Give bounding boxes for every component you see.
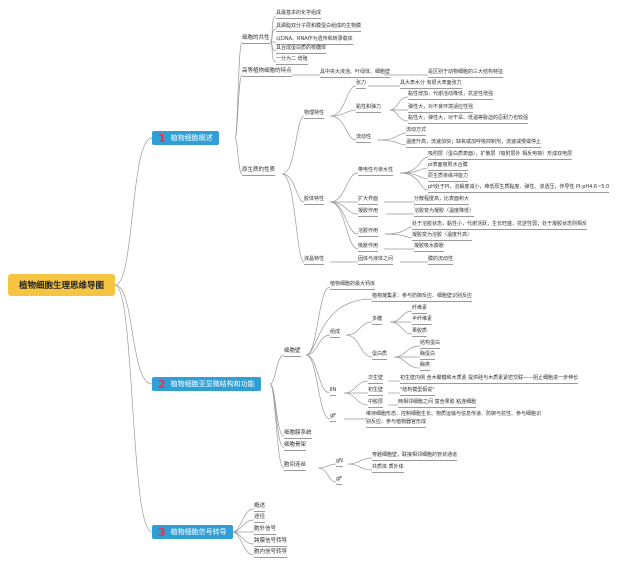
topic-number: 3 [158,525,166,539]
leaf: 溶胶变为凝胶（温度降低） [414,208,475,217]
leaf: 黏性增加，代谢活动降低，抗逆性增强 [408,91,494,100]
leaf: pH处于PI，溶解度减小，难低原生质黏度、弹性、渗透压，传导性 PI:pH4.6… [428,184,610,193]
node-gF: gF [336,476,343,485]
topic-number: 1 [158,131,166,145]
leaf: 凝胶变为溶胶（温度升高） [412,232,473,241]
node-zucheng: 组成 [330,329,341,338]
node-zhongjiaoceng: 中胶层 [368,399,384,408]
node-ningjiao: 凝胶作用 [358,208,379,217]
leaf: 分散程度高，比表面积大 [414,196,470,205]
node-liudong: 流动性 [356,134,372,143]
main-topic-3: 3 植物细胞信号转导 [152,525,233,539]
node-xibaobi: 细胞壁 [284,348,301,357]
leaf: 两相邻细胞之间 富含果胶 粘连细胞 [398,399,477,408]
topic-number: 2 [158,377,166,391]
leaf: 具中央大液泡、叶绿体、细胞壁 [320,69,391,78]
node-duotang: 多糖 [372,316,383,325]
leaf: pI表面吸附水合膜 [428,162,468,171]
leaf: 处于溶胶状态，黏性小，代谢活跃，生长旺盛，抗逆性弱；处于凝胶状态则相反 [412,221,588,230]
node-moxitong: 细胞膜系统 [284,430,312,439]
node-chushengbi: 初生壁 [368,387,384,396]
leaf: 酶蛋白 [420,351,436,360]
leaf: 具合成蛋白质的核糖体 [276,45,327,54]
node-wuli: 物理特性 [304,110,325,119]
leaf: 维持细胞形态、控制细胞生长、物质运输与信息传递、防御与抗性、参与细胞识 [366,411,542,417]
leaf: 植物细胞的最大钙库 [330,281,376,290]
leaf: 概述 [254,503,266,512]
leaf: 跨膜信号转导 [254,538,288,547]
node-jiaoti: 胶体特性 [304,196,325,205]
node-liansi: 胞间连丝 [284,462,307,471]
node-rongjiao: 溶胶作用 [358,228,379,237]
node-gN: gN [336,458,343,467]
topic-label: 植物细胞亚显微结构和功能 [170,380,255,388]
leaf: 具大表水分 有很大表面张力 [400,80,462,89]
leaf: 吸附层（蛋白质表面），扩散层（吸附层外 相反电荷）形成双电层 [428,151,573,160]
main-topic-2: 2 植物细胞亚显微结构和功能 [152,377,261,391]
root-topic: 植物细胞生理思维导图 [8,274,115,296]
node-nianxing: 黏性和弹力 [356,104,382,113]
node-gujia: 细胞骨架 [284,442,307,451]
node-kuoda: 扩大界面 [358,196,379,205]
leaf: 穿越细胞壁，联接相邻细胞的管状通道 [372,452,458,461]
leaf: 途径 [254,514,266,523]
main-topic-1: 1 植物细胞概述 [152,131,219,145]
topic-label: 植物细胞信号转导 [170,528,227,536]
leaf: 具磷脂双分子层和膜蛋白组成的生物膜 [276,23,362,32]
leaf: 胞外信号 [254,526,277,535]
leaf: 是区别于动物细胞的三大结构特征 [428,69,504,78]
leaf: 纤维素 [412,305,428,314]
node-xizhang: 吸胀作用 [358,243,379,252]
leaf: 初生壁内侧 含木聚糖和木质素 提供硅与木质素紧密交联——阻止细胞进一步伸长 [400,375,579,384]
topic-label: 植物细胞概述 [170,134,213,142]
leaf: 以DNA、RNA作为遗传和转录载体 [276,36,353,45]
node-yuanshengzhi: 原生质的性质 [242,167,276,176]
node-cishengbi: 次生壁 [368,375,384,384]
node-tedian: 高等植物细胞的特点 [242,68,292,77]
leaf: 黏性大，弹性大，对干旱、低温等胁迫的忍耐力也较强 [408,115,529,124]
node-jiegou: ⅡN [330,387,337,396]
leaf: 具最基本的化学组成 [276,10,322,19]
leaf: 果胶质 [412,328,428,337]
leaf: 共质体 质外体 [372,464,404,473]
leaf: 凝胶吸水膨胀 [414,243,445,252]
node-yejing: 液晶特性 [304,256,325,265]
leaf: 固体与液体之间 [358,256,394,265]
node-gongneng: gF [330,413,337,422]
leaf: 酶类 [420,362,431,371]
leaf: 结构蛋白 [420,340,441,349]
leaf: 膜的流动性 [428,256,454,265]
node-danbai: 蛋白质 [372,351,388,360]
leaf: 胞内信号转导 [254,549,288,558]
node-daidian: 带电性与亲水性 [358,167,394,176]
node-gongxing: 细胞的共性 [242,35,270,44]
leaf: 植物凝集素：参与防御反应、细胞壁识别反应 [372,293,473,302]
leaf: 温度升高，流速加快；缺氧或加呼吸抑制剂，流速减慢或停止 [406,139,542,148]
leaf: 别反应、参与植物器官形成 [366,419,427,428]
leaf: 半纤维素 [412,316,433,325]
node-zhangli: 张力 [356,80,367,89]
leaf: 一分为二 增殖 [276,56,308,65]
leaf: "结构模型假说" [400,387,435,396]
leaf: 流动方式 [406,127,427,136]
leaf: 原生质亲缘冲能力 [428,173,469,182]
leaf: 弹性大，对不良环境适应性强 [408,104,474,113]
